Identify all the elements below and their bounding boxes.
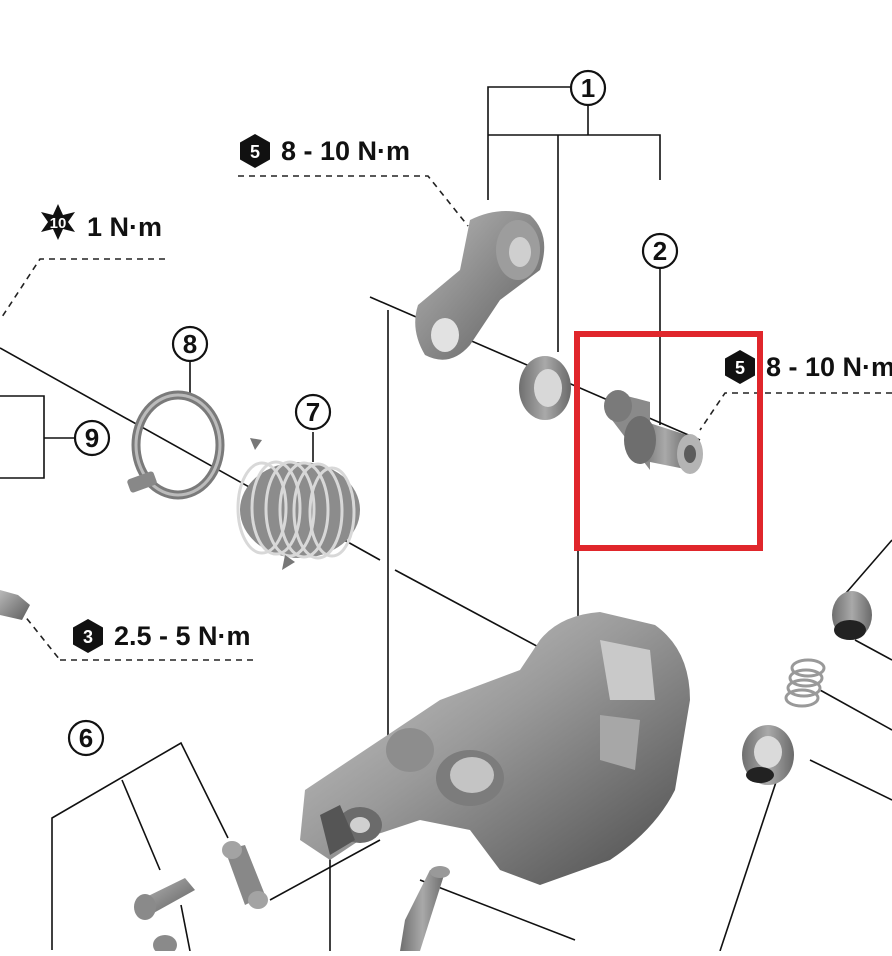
callout-2-label: 2 [653, 236, 667, 266]
torque-label-4: 3 2.5 - 5 N·m [73, 619, 251, 653]
callout-1: 1 [569, 69, 607, 107]
callout-2: 2 [641, 232, 679, 270]
callout-8: 8 [171, 325, 209, 363]
torque-3-tool: 5 [735, 358, 745, 378]
washer-part [519, 356, 571, 420]
callout-6-label: 6 [79, 723, 93, 753]
torque-label-2: 10 1 N·m [41, 204, 162, 242]
callout-7-label: 7 [306, 397, 320, 427]
torque-leaders [0, 175, 892, 661]
star-wrench-icon [41, 204, 75, 240]
hex-wrench-icon [240, 134, 270, 168]
torque-3-value: 8 - 10 N·m [766, 352, 892, 382]
coil-spring-part [236, 438, 360, 570]
right-side-parts [742, 591, 872, 785]
callout-1-label: 1 [581, 73, 595, 103]
callout-9: 9 [73, 419, 111, 457]
torque-2-value: 1 N·m [87, 212, 162, 242]
torque-1-value: 8 - 10 N·m [281, 136, 410, 166]
clip-ring-part [127, 390, 225, 500]
derailleur-body-part [300, 612, 690, 885]
torque-1-tool: 5 [250, 142, 260, 162]
torque-4-tool: 3 [83, 627, 93, 647]
hex-wrench-icon [73, 619, 103, 653]
torque-4-value: 2.5 - 5 N·m [114, 621, 251, 651]
highlight-box [574, 331, 763, 551]
torque-label-1: 5 8 - 10 N·m [240, 134, 410, 168]
hex-wrench-icon [725, 350, 755, 384]
bottom-left-parts [0, 590, 450, 955]
callout-7: 7 [294, 393, 332, 431]
torque-label-3: 5 8 - 10 N·m [725, 350, 892, 384]
torque-2-tool: 10 [50, 215, 67, 232]
callout-6: 6 [67, 719, 105, 757]
link-arm-part [415, 211, 545, 360]
callout-8-label: 8 [183, 329, 197, 359]
callout-9-label: 9 [85, 423, 99, 453]
pivot-bolt-part [604, 390, 703, 474]
